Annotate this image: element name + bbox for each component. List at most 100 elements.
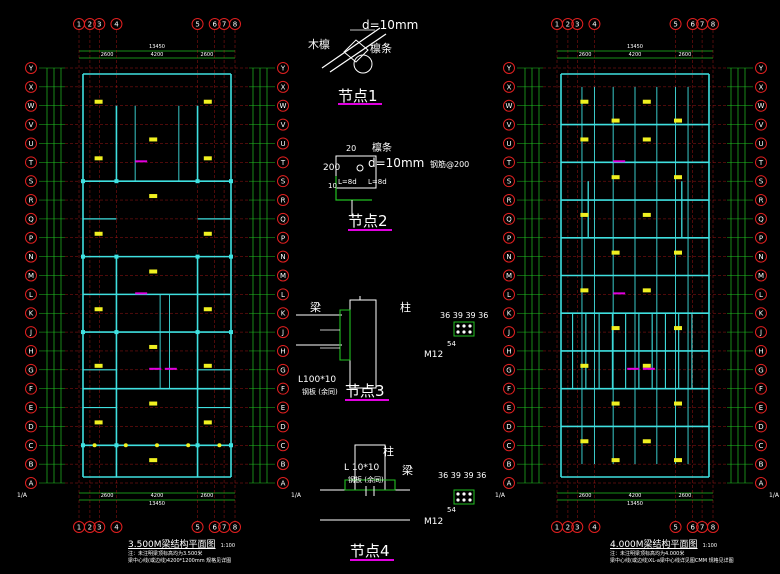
axis-bubble-label: B: [759, 461, 764, 469]
axis-bubble-label: B: [507, 461, 512, 469]
axis-bubble-circle: [503, 62, 515, 74]
axis-bubble-label: 4: [114, 524, 119, 532]
node3-title: 节点3: [345, 382, 385, 400]
axis-bubble-label: 3: [97, 21, 101, 29]
axis-bubble-circle: [25, 80, 37, 93]
axis-bubble-circle: [25, 307, 37, 320]
axis-bubble-label: A: [759, 480, 764, 488]
beam-label-marker: [627, 367, 640, 370]
axis-bubble-8: 8: [229, 18, 241, 30]
right-plan-note-1: 注：未注明梁顶标高均为4.000米: [610, 551, 685, 557]
axis-bubble-N: N: [277, 250, 289, 263]
axis-bubble-circle: [755, 344, 767, 357]
axis-bubble-K: K: [755, 307, 767, 320]
axis-bubble-circle: [503, 420, 515, 433]
axis-bubble-label: C: [759, 442, 764, 450]
axis-bubble-2: 2: [561, 18, 574, 30]
axis-bubble-label: K: [759, 310, 764, 318]
beam-label-tag: [580, 363, 589, 368]
axis-bubble-W: W: [755, 99, 767, 112]
node4-column-label: 柱: [383, 444, 394, 458]
axis-bubble-circle: [755, 439, 767, 452]
left-plan-note-1: 注：未注明梁顶标高均为3.500米: [128, 551, 203, 557]
axis-bubble-label: Q: [758, 215, 764, 223]
overall-dimension: 13450: [627, 501, 643, 507]
axis-bubble-label: T: [506, 159, 512, 167]
axis-bubble-label: N: [280, 253, 285, 261]
axis-bubble-label: C: [281, 442, 286, 450]
axis-bubble-circle: [83, 18, 96, 30]
column-marker: [229, 254, 233, 259]
axis-bubble-3: 3: [93, 18, 106, 30]
beam-label-tag: [149, 458, 158, 463]
axis-bubble-circle: [561, 521, 574, 533]
axis-bubble-label: D: [758, 423, 763, 431]
axis-bubble-S: S: [503, 175, 515, 188]
axis-bubble-H: H: [503, 344, 515, 357]
axis-bubble-C: C: [755, 439, 767, 452]
support-dot: [186, 443, 191, 448]
beam-label-tag: [642, 439, 651, 444]
axis-bubble-label: K: [507, 310, 512, 318]
axis-bubble-circle: [110, 18, 123, 30]
axis-bubble-label: 2: [88, 524, 92, 532]
axis-bubble-circle: [277, 231, 289, 244]
axis-bubble-label: T: [758, 159, 764, 167]
bottom-dimension: 4200: [629, 493, 642, 499]
axis-bubble-label: N: [28, 253, 33, 261]
axis-bubble-circle: [25, 156, 37, 169]
axis-bubble-label: W: [506, 102, 513, 110]
axis-bubble-circle: [503, 231, 515, 244]
axis-bubble-label: Y: [280, 65, 286, 73]
axis-bubble-label: G: [758, 366, 763, 374]
axis-bubble-label: V: [507, 121, 512, 129]
node4-underline: [350, 559, 394, 561]
axis-bubble-X: X: [503, 80, 515, 93]
axis-bubble-label: 5: [195, 21, 199, 29]
axis-bubble-label: P: [759, 234, 763, 242]
axis-bubble-label: 3: [97, 524, 101, 532]
axis-bubble-circle: [25, 288, 37, 301]
axis-bubble-circle: [277, 458, 289, 471]
beam-label-tag: [149, 344, 158, 349]
axis-bubble-circle: [503, 118, 515, 131]
axis-bubble-circle: [25, 363, 37, 376]
axis-bubble-circle: [277, 477, 289, 489]
axis-bubble-H: H: [25, 344, 37, 357]
axis-bubble-L: L: [755, 288, 767, 301]
axis-bubble-circle: [755, 80, 767, 93]
node1-detail: d=10mm木檩檩条节点1: [308, 18, 418, 105]
axis-bubble-G: G: [503, 363, 515, 376]
axis-bubble-label: E: [29, 404, 33, 412]
axis-bubble-label: X: [281, 83, 286, 91]
axis-bubble-U: U: [755, 137, 767, 150]
axis-bubble-circle: [229, 521, 241, 533]
axis-bubble-V: V: [277, 118, 289, 131]
axis-bubble-circle: [561, 18, 574, 30]
axis-bubble-circle: [83, 521, 96, 533]
axis-bubble-6: 6: [208, 18, 221, 30]
beam-label-marker: [135, 292, 148, 295]
axis-bubble-label: 1: [555, 524, 559, 532]
node4-angle-note: 钢板 (余同): [348, 475, 384, 484]
beam-label-tag: [203, 156, 212, 161]
axis-bubble-circle: [25, 401, 37, 414]
axis-bubble-circle: [503, 458, 515, 471]
wood-block: [343, 39, 369, 63]
axis-bubble-label: H: [28, 347, 33, 355]
axis-bubble-V: V: [503, 118, 515, 131]
axis-bubble-circle: [25, 175, 37, 188]
axis-bubble-circle: [25, 326, 37, 339]
axis-bubble-B: B: [25, 458, 37, 471]
axis-bubble-label: U: [280, 140, 285, 148]
beam-label-tag: [580, 137, 589, 142]
bolt-hole: [456, 324, 460, 328]
axis-bubble-label: S: [507, 178, 512, 186]
axis-bubble-label: R: [29, 197, 34, 205]
beam-label-tag: [203, 231, 212, 236]
bolt-hole: [456, 330, 460, 334]
